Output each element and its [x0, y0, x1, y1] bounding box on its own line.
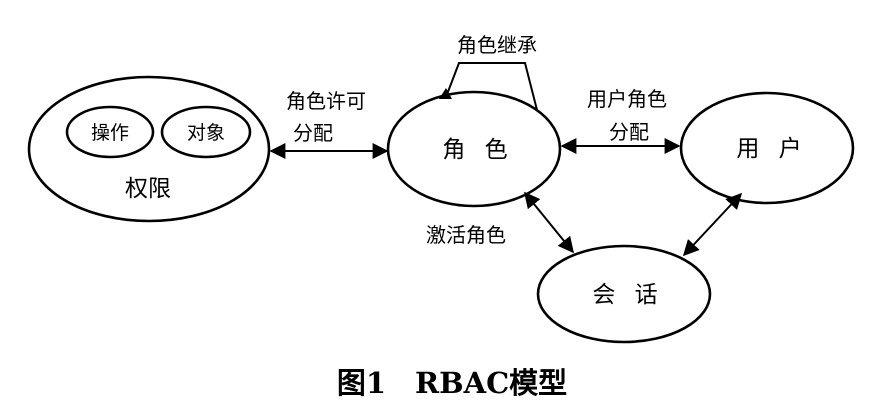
role-inheritance-label: 角色继承	[457, 33, 537, 57]
permission-assignment-edge: 角色许可 分配	[269, 89, 389, 159]
activate-role-line	[523, 191, 575, 254]
session-user-edge	[682, 192, 743, 257]
role-node: 角 色	[386, 90, 562, 208]
object-label: 对象	[187, 122, 225, 144]
user-assignment-label-line2: 分配	[609, 120, 649, 144]
activate-role-edge: 激活角色	[426, 191, 575, 254]
role-inheritance-loop	[445, 62, 538, 111]
permission-assignment-label-line1: 角色许可	[286, 89, 366, 113]
session-label: 会 话	[592, 282, 663, 308]
user-assignment-label-line1: 用户角色	[587, 87, 667, 111]
figure-caption: 图1 RBAC模型	[337, 366, 567, 400]
user-assignment-edge: 用户角色 分配	[560, 87, 681, 154]
session-ellipse	[536, 244, 712, 344]
object-ellipse	[160, 105, 252, 159]
activate-role-label: 激活角色	[426, 223, 506, 247]
permission-label: 权限	[125, 176, 171, 202]
user-ellipse	[679, 91, 855, 205]
permission-assignment-label-line2: 分配	[293, 121, 333, 145]
role-label: 角 色	[442, 137, 513, 163]
permission-node: 操作 对象 权限	[27, 75, 271, 223]
session-user-line	[682, 192, 743, 257]
operation-ellipse	[65, 105, 155, 159]
role-inheritance-arrowhead	[439, 88, 452, 99]
operation-label: 操作	[91, 122, 129, 144]
role-inheritance-edge: 角色继承	[439, 33, 538, 111]
user-label: 用 户	[736, 136, 807, 162]
user-node: 用 户	[679, 91, 855, 205]
session-node: 会 话	[536, 244, 712, 344]
